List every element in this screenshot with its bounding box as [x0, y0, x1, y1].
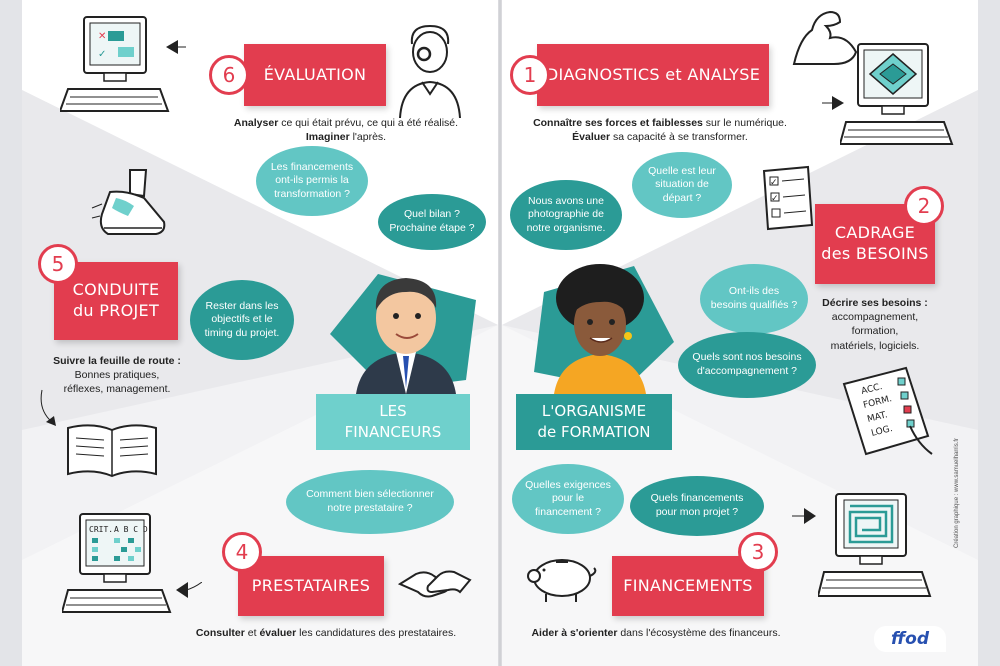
- step-5-number: 5: [38, 244, 78, 284]
- step-2-title-line2: des BESOINS: [821, 244, 929, 263]
- graphic-credit: Création graphique : www.samuelharris.fr: [954, 437, 960, 548]
- step-2-title-line1: CADRAGE: [834, 223, 916, 243]
- running-shoe-icon: [91, 169, 166, 235]
- svg-text:✓: ✓: [771, 194, 779, 204]
- arrow-icon: [792, 508, 816, 524]
- computer-maze-icon: [818, 493, 932, 597]
- piggy-bank-icon: [527, 559, 597, 602]
- bubble-financements-transformation: Les financements ont-ils permis la trans…: [256, 146, 368, 216]
- bubble-besoins-accompagnement: Quels sont nos besoins d'accompagnement …: [678, 332, 816, 398]
- step-2-description: Décrire ses besoins : accompagnement, fo…: [822, 297, 928, 352]
- bubble-situation-depart: Quelle est leur situation de départ ?: [632, 152, 732, 218]
- step-4-description: Consulter et évaluer les candidatures de…: [195, 627, 457, 639]
- bubble-selection-prestataire: Comment bien sélectionner notre prestata…: [286, 470, 454, 534]
- step-5-title-line2: du PROJET: [72, 301, 160, 320]
- bubble-besoins-qualifies: Ont-ils des besoins qualifiés ?: [700, 264, 808, 334]
- organisme-formation-box: L'ORGANISME de FORMATION: [516, 394, 672, 450]
- step-2-number: 2: [904, 186, 944, 226]
- step-6-title: ÉVALUATION: [263, 64, 367, 84]
- evaluator-person-icon: [399, 24, 461, 118]
- step-4-title: PRESTATAIRES: [251, 575, 371, 595]
- les-financeurs-box: LES FINANCEURS: [316, 394, 470, 450]
- svg-text:✓: ✓: [98, 49, 106, 60]
- bubble-photographie-organisme: Nous avons une photographie de notre org…: [510, 180, 622, 250]
- step-3-banner: FINANCEMENTS: [612, 556, 764, 616]
- organisme-woman-illustration: [534, 264, 674, 394]
- criteria-letters: A B C D: [114, 525, 148, 534]
- muscle-arm-icon: [792, 10, 858, 65]
- step-3-description: Aider à s'orienter dans l'écosystème des…: [531, 627, 781, 639]
- step-4-banner: PRESTATAIRES: [238, 556, 384, 616]
- organisme-line2: de FORMATION: [537, 423, 651, 441]
- step-1-title: DIAGNOSTICS et ANALYSE: [545, 64, 761, 84]
- step-3-title: FINANCEMENTS: [623, 575, 753, 595]
- bubble-exigences-financement: Quelles exigences pour le financement ?: [512, 464, 624, 534]
- handshake-icon: [398, 570, 472, 598]
- bubble-quel-bilan: Quel bilan ? Prochaine étape ?: [378, 194, 486, 250]
- ffod-logo-text: ffod: [890, 629, 929, 649]
- checklist-mat: MAT.: [866, 410, 888, 425]
- svg-text:✓: ✓: [770, 178, 778, 188]
- step-3-number: 3: [738, 532, 778, 572]
- criteria-label: CRIT.: [89, 525, 113, 534]
- arrow-icon: [822, 96, 844, 110]
- computer-evaluation-icon: ✕ ✓: [60, 16, 170, 112]
- step-6-number: 6: [209, 55, 249, 95]
- step-4-number: 4: [222, 532, 262, 572]
- financeurs-line2: FINANCEURS: [344, 423, 442, 441]
- computer-criteria-icon: CRIT. A B C D: [62, 513, 172, 613]
- ffod-logo: ffod: [874, 626, 946, 652]
- bubble-rester-objectifs: Rester dans les objectifs et le timing d…: [190, 280, 294, 360]
- arrow-icon: [40, 389, 56, 426]
- open-book-icon: [67, 424, 157, 478]
- svg-text:✕: ✕: [98, 31, 106, 42]
- step-5-description: Suivre la feuille de route : Bonnes prat…: [53, 355, 181, 396]
- step-5-title-line1: CONDUITE: [72, 280, 160, 300]
- organisme-line1: L'ORGANISME: [541, 402, 647, 420]
- arrow-icon: [176, 582, 202, 598]
- bubble-quels-financements: Quels financements pour mon projet ?: [630, 476, 764, 536]
- step-1-number: 1: [510, 55, 550, 95]
- financeurs-line1: LES: [379, 402, 407, 420]
- step-1-description: Connaître ses forces et faiblesses sur l…: [533, 117, 787, 144]
- tablet-checklist-icon: ACC. FORM. MAT. LOG.: [842, 366, 933, 456]
- step-6-description: Analyser ce qui était prévu, ce qui a ét…: [233, 117, 459, 144]
- checklist-paper-icon: ✓ ✓: [762, 165, 814, 231]
- arrow-icon: [166, 40, 186, 54]
- step-1-banner: DIAGNOSTICS et ANALYSE: [537, 44, 769, 106]
- financeur-man-illustration: [330, 274, 476, 394]
- step-6-banner: ÉVALUATION: [244, 44, 386, 106]
- computer-diagnostic-icon: [840, 43, 954, 145]
